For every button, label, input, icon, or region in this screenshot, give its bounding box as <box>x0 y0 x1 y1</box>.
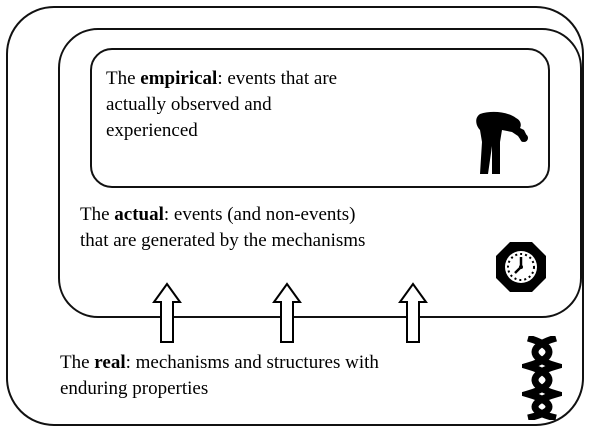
actual-domain-box <box>58 28 582 318</box>
actual-term: actual <box>114 204 164 225</box>
real-domain-box <box>6 6 584 426</box>
empirical-domain-box <box>90 48 550 188</box>
dna-helix-icon <box>522 336 562 420</box>
upward-arrow <box>398 282 428 343</box>
actual-text: The actual: events (and non-events)that … <box>80 204 366 251</box>
real-text: The real: mechanisms and structures with… <box>60 352 379 399</box>
empirical-term: empirical <box>140 68 218 89</box>
person-bowing-icon <box>476 111 528 174</box>
upward-arrow <box>272 282 302 343</box>
upward-arrow <box>152 282 182 343</box>
real-term: real <box>94 352 126 373</box>
clock-octagon-icon <box>496 242 546 292</box>
